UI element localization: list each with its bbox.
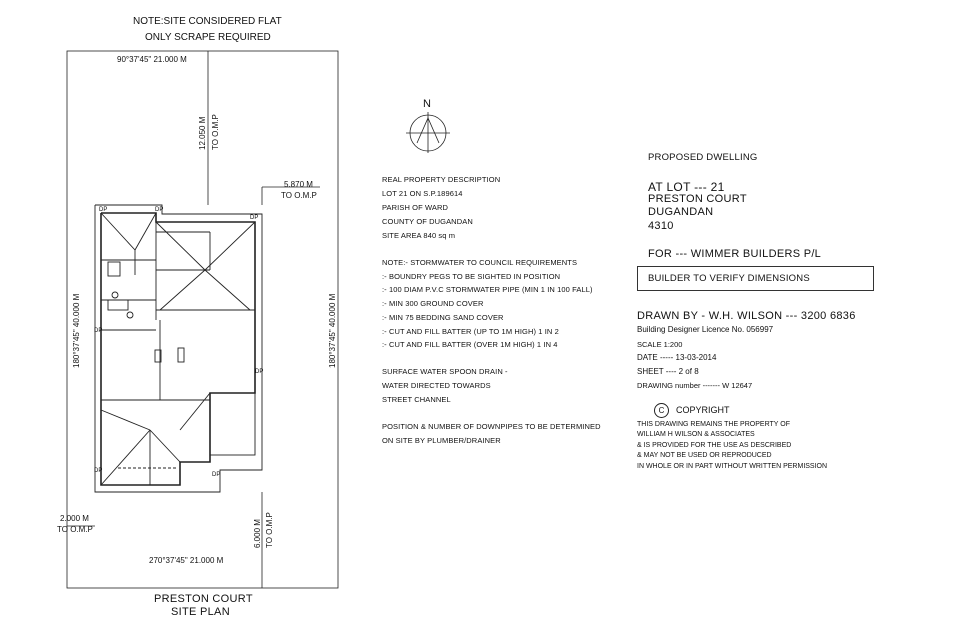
note-item: :- 100 DIAM P.V.C STORMWATER PIPE (MIN 1…	[382, 285, 593, 295]
project-title: PROPOSED DWELLING	[648, 152, 758, 163]
north-arrow	[406, 112, 450, 153]
drawn-by: DRAWN BY - W.H. WILSON --- 3200 6836	[637, 310, 856, 322]
site-note-line2: ONLY SCRAPE REQUIRED	[145, 32, 271, 43]
rear-setback-ref: TO O.M.P	[265, 512, 274, 548]
downpipes-note-line1: POSITION & NUMBER OF DOWNPIPES TO BE DET…	[382, 422, 601, 431]
surface-water-line2: WATER DIRECTED TOWARDS	[382, 381, 491, 390]
left-setback-ref: TO O.M.P	[57, 525, 93, 534]
drawing-scale: SCALE 1:200	[637, 340, 683, 349]
copyright-line3: & IS PROVIDED FOR THE USE AS DESCRIBED	[637, 442, 792, 449]
downpipe-label: DP	[250, 215, 259, 221]
downpipes-note-line2: ON SITE BY PLUMBER/DRAINER	[382, 436, 501, 445]
left-bearing-label: 180°37'45" 40.000 M	[72, 293, 81, 368]
rear-setback-label: 6.000 M	[253, 519, 262, 548]
verify-dimensions-text: BUILDER TO VERIFY DIMENSIONS	[648, 273, 810, 284]
top-bearing-label: 90°37'45" 21.000 M	[117, 55, 187, 64]
surface-water-line3: STREET CHANNEL	[382, 395, 451, 404]
designer-licence: Building Designer Licence No. 056997	[637, 325, 774, 334]
note-item: :- CUT AND FILL BATTER (OVER 1M HIGH) 1 …	[382, 340, 558, 350]
drawing-number: DRAWING number ------- W 12647	[637, 381, 753, 390]
note-item: :- BOUNDRY PEGS TO BE SIGHTED IN POSITIO…	[382, 271, 561, 281]
project-client: FOR --- WIMMER BUILDERS P/L	[648, 248, 822, 260]
verify-dimensions-box	[637, 266, 874, 291]
copyright-icon: C	[654, 403, 669, 418]
downpipe-label: DP	[212, 472, 221, 478]
drawing-date: DATE ----- 13-03-2014	[637, 353, 717, 362]
copyright-line5: IN WHOLE OR IN PART WITHOUT WRITTEN PERM…	[637, 463, 828, 470]
copyright-line4: & MAY NOT BE USED OR REPRODUCED	[637, 452, 772, 459]
footer-street: PRESTON COURT	[154, 593, 253, 605]
front-setback-ref: TO O.M.P	[211, 114, 220, 150]
note-item: :- MIN 300 GROUND COVER	[382, 299, 484, 309]
copyright-title: COPYRIGHT	[676, 405, 730, 415]
right-setback-label: 5.870 M	[284, 180, 313, 189]
front-setback-label: 12.050 M	[198, 116, 207, 150]
note-item: :- CUT AND FILL BATTER (UP TO 1M HIGH) 1…	[382, 326, 559, 336]
footer-title: SITE PLAN	[171, 606, 230, 618]
downpipe-label: DP	[94, 328, 103, 334]
copyright-line2: WILLIAM H WILSON & ASSOCIATES	[637, 431, 755, 438]
right-setback-ref: TO O.M.P	[281, 191, 317, 200]
property-county: COUNTY OF DUGANDAN	[382, 217, 473, 226]
right-bearing-label: 180°37'45" 40.000 M	[328, 293, 337, 368]
stormwater-notes: NOTE:- STORMWATER TO COUNCIL REQUIREMENT…	[382, 256, 593, 352]
property-heading: REAL PROPERTY DESCRIPTION	[382, 175, 501, 184]
house-outline	[94, 204, 263, 493]
project-postcode: 4310	[648, 220, 674, 232]
downpipe-label: DP	[155, 207, 164, 213]
notes-heading: NOTE:- STORMWATER TO COUNCIL REQUIREMENT…	[382, 258, 578, 267]
left-setback-label: 2.000 M	[60, 514, 89, 523]
copyright-line1: THIS DRAWING REMAINS THE PROPERTY OF	[637, 421, 790, 428]
downpipe-label: DP	[255, 369, 264, 375]
project-street: PRESTON COURT	[648, 193, 747, 205]
project-lot: AT LOT --- 21	[648, 180, 725, 194]
bottom-bearing-label: 270°37'45" 21.000 M	[149, 556, 224, 565]
downpipe-label: DP	[94, 468, 103, 474]
site-boundary	[66, 50, 339, 589]
downpipe-label: DP	[99, 207, 108, 213]
site-note-line1: NOTE:SITE CONSIDERED FLAT	[133, 16, 282, 27]
north-label: N	[423, 98, 432, 110]
property-area: SITE AREA 840 sq m	[382, 231, 456, 240]
surface-water-line1: SURFACE WATER SPOON DRAIN -	[382, 367, 508, 376]
property-lot: LOT 21 ON S.P.189614	[382, 189, 463, 198]
property-parish: PARISH OF WARD	[382, 203, 448, 212]
project-suburb: DUGANDAN	[648, 206, 714, 218]
note-item: :- MIN 75 BEDDING SAND COVER	[382, 312, 504, 322]
drawing-sheet: SHEET ---- 2 of 8	[637, 367, 699, 376]
